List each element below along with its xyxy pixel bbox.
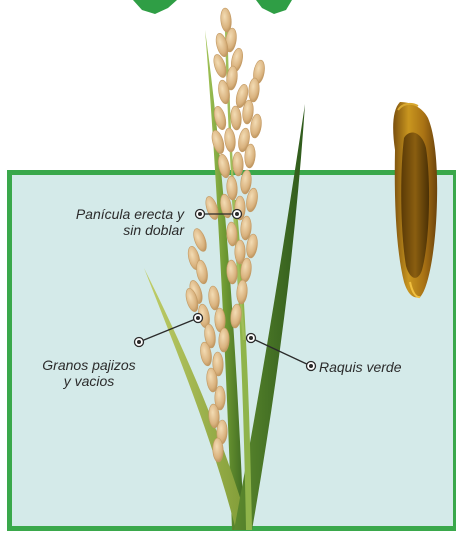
rice-grain [224,128,237,153]
rice-grain [210,129,227,155]
label-grains-line1: Granos pajizos [24,357,154,373]
label-grains-line2: y vacios [24,373,154,389]
label-panicle: Panícula erecta y sin doblar [52,206,184,238]
label-rachis: Raquis verde [319,359,402,375]
label-panicle-line2: sin doblar [52,222,184,238]
rice-grain [230,106,242,131]
label-grains: Granos pajizos y vacios [24,357,154,389]
label-panicle-line1: Panícula erecta y [52,206,184,222]
rice-grain [248,78,260,103]
arrow-up-icon [133,0,292,14]
